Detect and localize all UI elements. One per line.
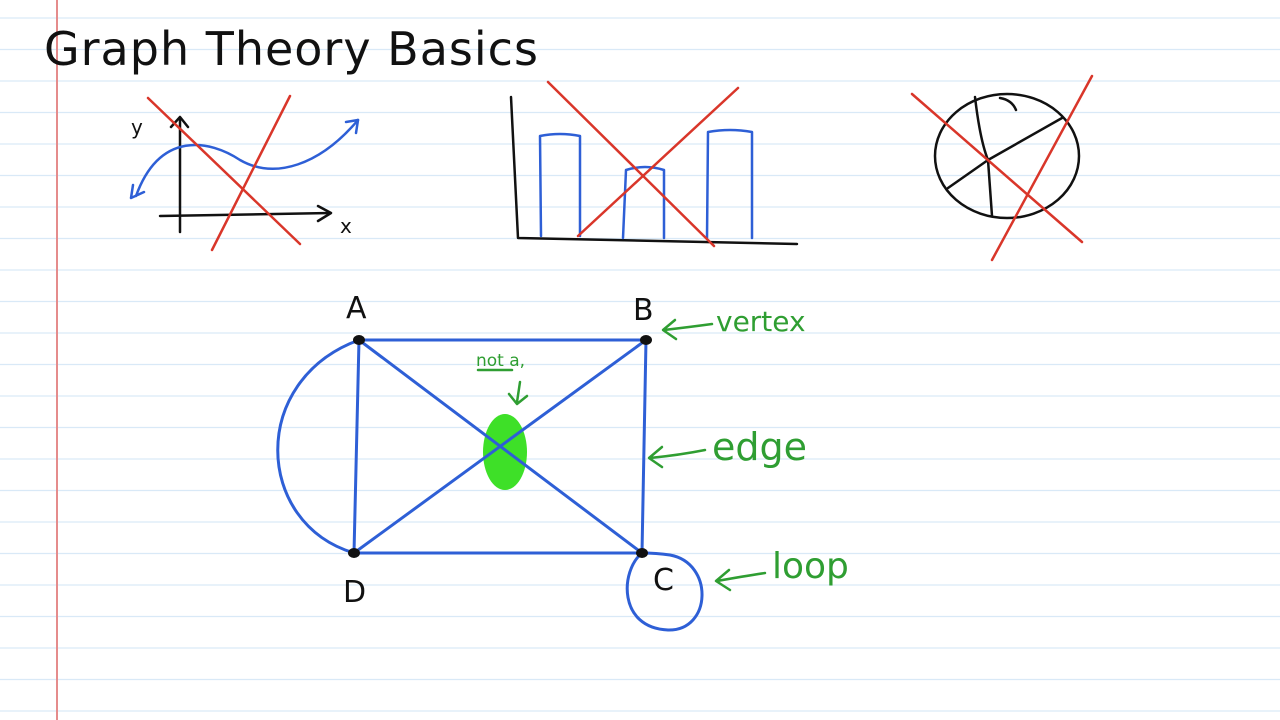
annotations: [476, 318, 767, 592]
bar-2: [621, 165, 666, 240]
page-title: Graph Theory Basics: [44, 22, 539, 76]
curved-edge: [276, 338, 361, 555]
cross-stroke-2: [990, 74, 1094, 262]
loop-arrow: [714, 568, 767, 592]
crossed-out-bar-chart: [509, 80, 799, 248]
graph: A B C D: [276, 291, 704, 632]
vertex-label: vertex: [716, 305, 806, 338]
vertex-arrow: [661, 318, 714, 341]
crossed-out-pie-chart: [910, 74, 1094, 262]
cross-stroke-1: [910, 92, 1084, 244]
graph-edge: [640, 338, 648, 555]
vertex-dot: [640, 335, 652, 345]
plot-curve-arrow-right: [344, 118, 360, 135]
plot-x-label: x: [340, 214, 352, 238]
bar-chart-axes: [509, 95, 799, 246]
ruled-lines: [0, 17, 1280, 712]
cross-stroke-2: [576, 86, 740, 238]
vertex-dot: [353, 335, 365, 345]
not-a-arrow: [507, 380, 529, 406]
plot-x-axis: [158, 211, 332, 218]
not-a-label: not a,: [476, 351, 525, 371]
vertex-dot: [348, 548, 360, 558]
vertex-label: A: [346, 291, 367, 326]
loop-label: loop: [772, 546, 849, 587]
crossed-out-function-plot: [129, 94, 360, 252]
bar-1: [538, 132, 582, 238]
not-a-vertex-highlight: [483, 414, 527, 490]
graph-edges: [276, 338, 704, 632]
cross-stroke-1: [546, 80, 716, 248]
edge-arrow: [647, 445, 707, 469]
pie-slice-line-3: [946, 158, 990, 190]
vertex-label: B: [633, 293, 654, 328]
vertex-dot: [636, 548, 648, 558]
vertex-label: D: [343, 575, 366, 610]
cross-stroke-2: [210, 94, 292, 252]
plot-x-arrowhead: [316, 204, 333, 223]
plot-curve-arrow-left: [129, 183, 146, 200]
pie-slice-line-4: [998, 96, 1018, 112]
vertex-label: C: [653, 563, 674, 598]
graph-edge: [352, 338, 361, 555]
graph-edge: [352, 338, 648, 555]
loop-edge: [625, 551, 704, 632]
cross-stroke-1: [146, 96, 302, 246]
graph-vertices: A B C D: [343, 291, 674, 610]
pie-circle: [933, 92, 1081, 220]
plot-curve: [134, 118, 360, 198]
pie-slice-line-2: [986, 116, 1064, 162]
edge-label: edge: [712, 425, 807, 469]
bar-3: [705, 128, 754, 240]
plot-y-label: y: [131, 115, 143, 139]
